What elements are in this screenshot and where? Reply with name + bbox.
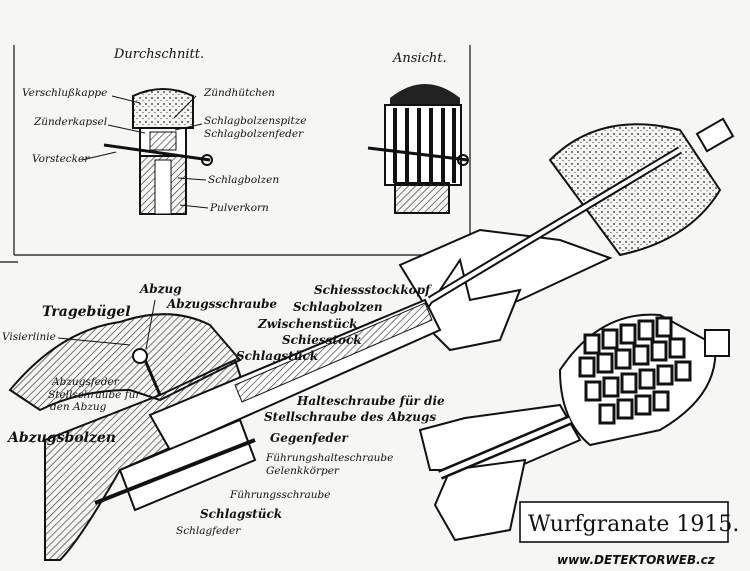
launcher-labels: Abzug Abzugsschraube Tragebügel Visierli… bbox=[2, 282, 445, 537]
label-schlagbolzenspitze: Schlagbolzenspitze bbox=[204, 115, 307, 127]
label-schlagbolzenfeder: Schlagbolzenfeder bbox=[204, 128, 304, 140]
label-stellschraube-abzugs: Stellschraube des Abzugs bbox=[264, 410, 436, 424]
label-halteschraube: Halteschraube für die bbox=[296, 394, 445, 408]
launcher-drawing bbox=[8, 298, 442, 561]
label-schlagfeder: Schlagfeder bbox=[176, 525, 241, 537]
view-drawing bbox=[367, 84, 469, 214]
label-abzugsfeder: Abzugsfeder bbox=[51, 376, 120, 388]
label-fuhrungsschraube: Führungsschraube bbox=[229, 489, 330, 501]
frame-lines bbox=[0, 45, 471, 263]
watermark: www.DETEKTORWEB.cz bbox=[557, 553, 716, 567]
grenade-lower-drawing bbox=[418, 313, 730, 542]
heading-view: Ansicht. bbox=[392, 51, 447, 66]
label-zundhutchen: Zündhütchen bbox=[203, 87, 275, 99]
cross-section-drawing bbox=[103, 88, 213, 215]
title: Wurfgranate 1915. bbox=[528, 512, 739, 537]
label-den-abzug: den Abzug bbox=[50, 401, 107, 413]
heading-section: Durchschnitt. bbox=[113, 47, 204, 62]
label-abzug: Abzug bbox=[139, 282, 182, 296]
label-schlagbolzen-launcher: Schlagbolzen bbox=[293, 300, 383, 314]
label-zwischenstuck: Zwischenstück bbox=[257, 317, 357, 331]
title-plate: Wurfgranate 1915. bbox=[519, 501, 739, 543]
label-fuhrungshalteschraube: Führungshalteschraube bbox=[265, 452, 393, 464]
label-abzugsbolzen: Abzugsbolzen bbox=[6, 430, 116, 446]
label-pulverkorn: Pulverkorn bbox=[209, 202, 269, 214]
leader-lines bbox=[57, 95, 209, 350]
label-gelenkkorper: Gelenkkörper bbox=[266, 465, 340, 477]
label-schiessstockkopf: Schiessstockkopf bbox=[314, 283, 432, 297]
label-tragebugel: Tragebügel bbox=[42, 304, 131, 320]
label-schlagstuck: Schlagstück bbox=[236, 349, 318, 363]
label-zunderkapsel: Zünderkapsel bbox=[33, 116, 107, 128]
label-abzugsschraube: Abzugsschraube bbox=[166, 297, 277, 311]
label-gegenfeder: Gegenfeder bbox=[270, 431, 349, 445]
label-schlagstuck-lower: Schlagstück bbox=[200, 507, 282, 521]
label-visierlinie: Visierlinie bbox=[2, 331, 56, 343]
grenade-upper-drawing bbox=[398, 117, 735, 352]
label-verschlusskappe: Verschlußkappe bbox=[22, 87, 107, 99]
label-stellschraube-fur: Stellschraube für bbox=[48, 389, 141, 401]
cross-section-labels: Verschlußkappe Zündhütchen Zünderkapsel … bbox=[22, 87, 307, 214]
label-schiesstock: Schiesstock bbox=[282, 333, 362, 347]
label-schlagbolzen: Schlagbolzen bbox=[208, 174, 279, 186]
label-vorstecker: Vorstecker bbox=[32, 153, 90, 165]
